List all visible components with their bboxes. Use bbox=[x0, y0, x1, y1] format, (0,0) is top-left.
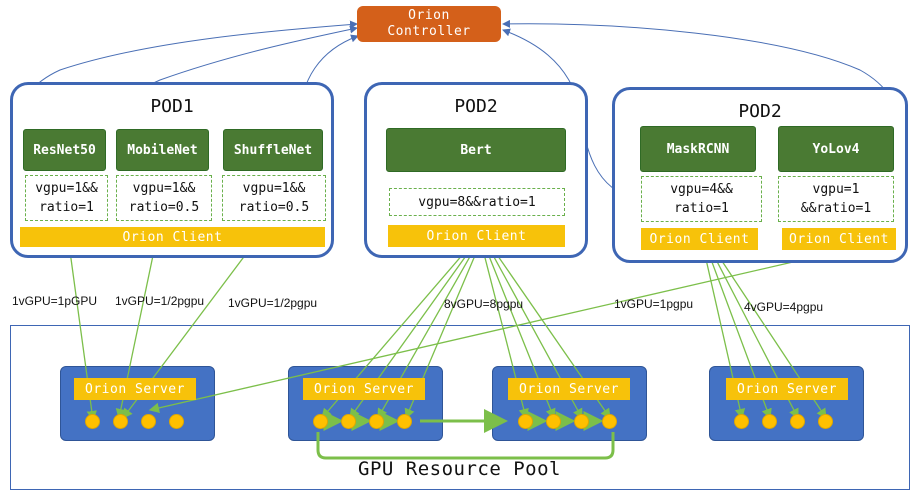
gpu-s2-2 bbox=[341, 414, 356, 429]
model-mobilenet[interactable]: MobileNet bbox=[116, 129, 209, 171]
gpu-s1-1 bbox=[85, 414, 100, 429]
model-yolov4[interactable]: YoLov4 bbox=[778, 126, 894, 172]
gpu-s2-3 bbox=[369, 414, 384, 429]
mapping-label-resnet: 1vGPU=1pGPU bbox=[12, 294, 98, 308]
gpu-s1-3 bbox=[141, 414, 156, 429]
gpu-resource-pool-label: GPU Resource Pool bbox=[358, 458, 561, 480]
mapping-label-yolov4: 1vGPU=1pgpu bbox=[614, 297, 694, 311]
config-bert: vgpu=8&&ratio=1 bbox=[389, 188, 565, 216]
model-resnet50[interactable]: ResNet50 bbox=[23, 129, 106, 171]
model-bert[interactable]: Bert bbox=[386, 128, 566, 172]
controller-line2: Controller bbox=[387, 24, 471, 39]
server-3-label: Orion Server bbox=[508, 378, 630, 400]
pod1-title: POD1 bbox=[150, 96, 194, 117]
gpu-s2-4 bbox=[397, 414, 412, 429]
model-shufflenet[interactable]: ShuffleNet bbox=[223, 129, 323, 171]
orion-controller[interactable]: Orion Controller bbox=[357, 6, 501, 42]
gpu-s1-4 bbox=[169, 414, 184, 429]
gpu-s1-2 bbox=[113, 414, 128, 429]
pod3-title: POD2 bbox=[738, 101, 782, 122]
gpu-s4-2 bbox=[762, 414, 777, 429]
gpu-s2-1 bbox=[313, 414, 328, 429]
config-mobilenet: vgpu=1&& ratio=0.5 bbox=[116, 175, 212, 221]
gpu-s3-1 bbox=[518, 414, 533, 429]
config-yolov4: vgpu=1 &&ratio=1 bbox=[778, 176, 894, 222]
mapping-label-shufflenet: 1vGPU=1/2pgpu bbox=[228, 296, 318, 310]
pod2-orion-client[interactable]: Orion Client bbox=[388, 225, 565, 247]
pod3-orion-client-2[interactable]: Orion Client bbox=[782, 228, 896, 250]
gpu-s4-1 bbox=[734, 414, 749, 429]
mapping-label-bert: 8vGPU=8pgpu bbox=[444, 297, 524, 311]
server-4-label: Orion Server bbox=[726, 378, 848, 400]
edge-yolov4-gpu bbox=[148, 249, 846, 414]
mapping-label-maskrcnn: 4vGPU=4pgpu bbox=[744, 300, 824, 314]
gpu-s3-4 bbox=[602, 414, 617, 429]
gpu-s4-4 bbox=[818, 414, 833, 429]
pod2-title: POD2 bbox=[454, 96, 498, 117]
pod1-orion-client[interactable]: Orion Client bbox=[20, 227, 325, 247]
gpu-s3-3 bbox=[574, 414, 589, 429]
config-resnet50: vgpu=1&& ratio=1 bbox=[25, 175, 108, 221]
config-maskrcnn: vgpu=4&& ratio=1 bbox=[641, 176, 762, 222]
config-shufflenet: vgpu=1&& ratio=0.5 bbox=[222, 175, 326, 221]
pod3-orion-client-1[interactable]: Orion Client bbox=[641, 228, 758, 250]
server-1-label: Orion Server bbox=[74, 378, 196, 400]
pool-bracket bbox=[316, 432, 615, 460]
gpu-s4-3 bbox=[790, 414, 805, 429]
server-2-label: Orion Server bbox=[303, 378, 425, 400]
mapping-label-mobilenet: 1vGPU=1/2pgpu bbox=[115, 294, 205, 308]
gpu-s3-2 bbox=[546, 414, 561, 429]
model-maskrcnn[interactable]: MaskRCNN bbox=[640, 126, 756, 172]
controller-line1: Orion bbox=[408, 8, 450, 23]
